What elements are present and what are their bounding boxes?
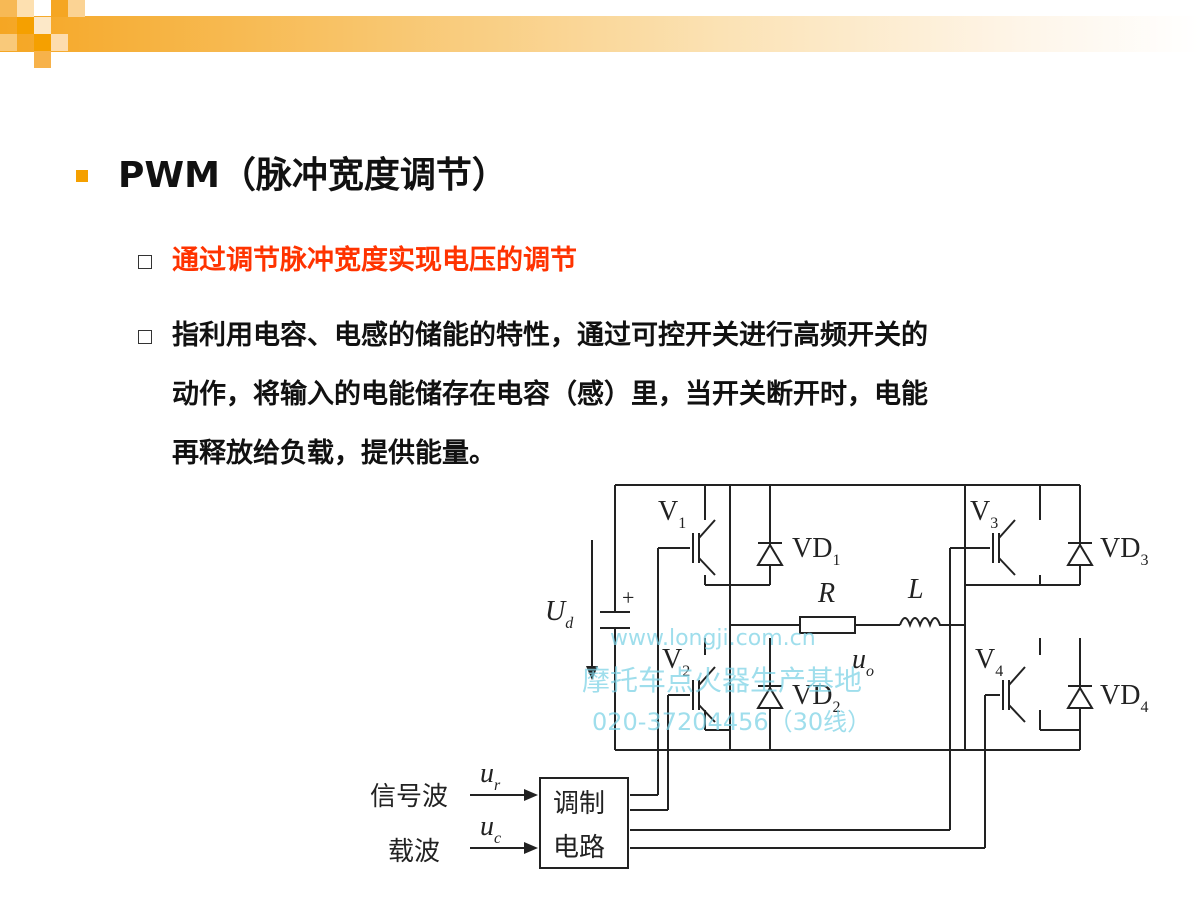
label-plus: +: [622, 585, 634, 610]
slide-title: PWM（脉冲宽度调节）: [118, 155, 508, 196]
banner-square: [0, 34, 17, 51]
label-modulator-line2: 电路: [553, 833, 605, 863]
circuit-labels: V1 VD1 V2 VD2 V3 VD3 V4 VD4 Ud + R L uo …: [480, 496, 1148, 847]
label-v4: V4: [975, 644, 1003, 680]
label-modulator-line1: 调制: [553, 789, 605, 819]
watermark: www.longji.com.cn 摩托车点火器生产基地 020-3720445…: [582, 626, 871, 736]
label-vd3: VD3: [1100, 533, 1148, 569]
header-banner: [0, 0, 1200, 72]
pwm-circuit-diagram: V1 VD1 V2 VD2 V3 VD3 V4 VD4 Ud + R L uo …: [370, 484, 1148, 869]
sub-bullet-marker: [138, 330, 152, 344]
bullet-text-highlight: 通过调节脉冲宽度实现电压的调节: [172, 245, 577, 276]
watermark-url: www.longji.com.cn: [610, 626, 816, 651]
label-ur: ur: [480, 758, 501, 794]
banner-square: [34, 34, 51, 51]
label-l: L: [907, 574, 924, 605]
sub-bullet-marker: [138, 255, 152, 269]
label-vd1: VD1: [792, 533, 840, 569]
banner-gradient: [0, 16, 1200, 52]
label-v1: V1: [658, 496, 686, 532]
title-bullet: [76, 170, 88, 182]
banner-square: [17, 17, 34, 34]
label-v2: V2: [662, 644, 690, 680]
resistor-symbol: [799, 616, 856, 634]
banner-square: [0, 0, 17, 17]
label-carrier-wave: 载波: [388, 837, 440, 867]
bullet-line: 动作，将输入的电能储存在电容（感）里，当开关断开时，电能: [172, 379, 928, 410]
modulator-box: [539, 777, 629, 869]
bullet-line: 指利用电容、电感的储能的特性，通过可控开关进行高频开关的: [172, 320, 928, 351]
diode-symbols: [756, 542, 1094, 709]
bullet-line: 再释放给负载，提供能量。: [172, 438, 496, 469]
label-vd2: VD2: [792, 680, 840, 716]
arrowheads: [524, 666, 598, 854]
label-uc: uc: [480, 811, 501, 847]
circuit-text: 信号波 载波 调制 电路: [370, 782, 605, 867]
inductor-symbol: [899, 617, 945, 628]
watermark-phone: 020-37204456（30线）: [592, 708, 871, 736]
label-uo: uo: [852, 644, 874, 680]
label-r: R: [817, 578, 835, 609]
banner-square: [34, 17, 51, 34]
watermark-company: 摩托车点火器生产基地: [582, 664, 862, 697]
transistor-symbols: [692, 519, 1026, 723]
label-signal-wave: 信号波: [370, 782, 448, 812]
banner-square: [17, 0, 34, 17]
banner-square: [51, 34, 68, 51]
banner-square: [68, 0, 85, 17]
label-v3: V3: [970, 496, 998, 532]
banner-square: [34, 51, 51, 68]
label-ud: Ud: [545, 596, 574, 632]
banner-square: [51, 0, 68, 17]
label-vd4: VD4: [1100, 680, 1148, 716]
